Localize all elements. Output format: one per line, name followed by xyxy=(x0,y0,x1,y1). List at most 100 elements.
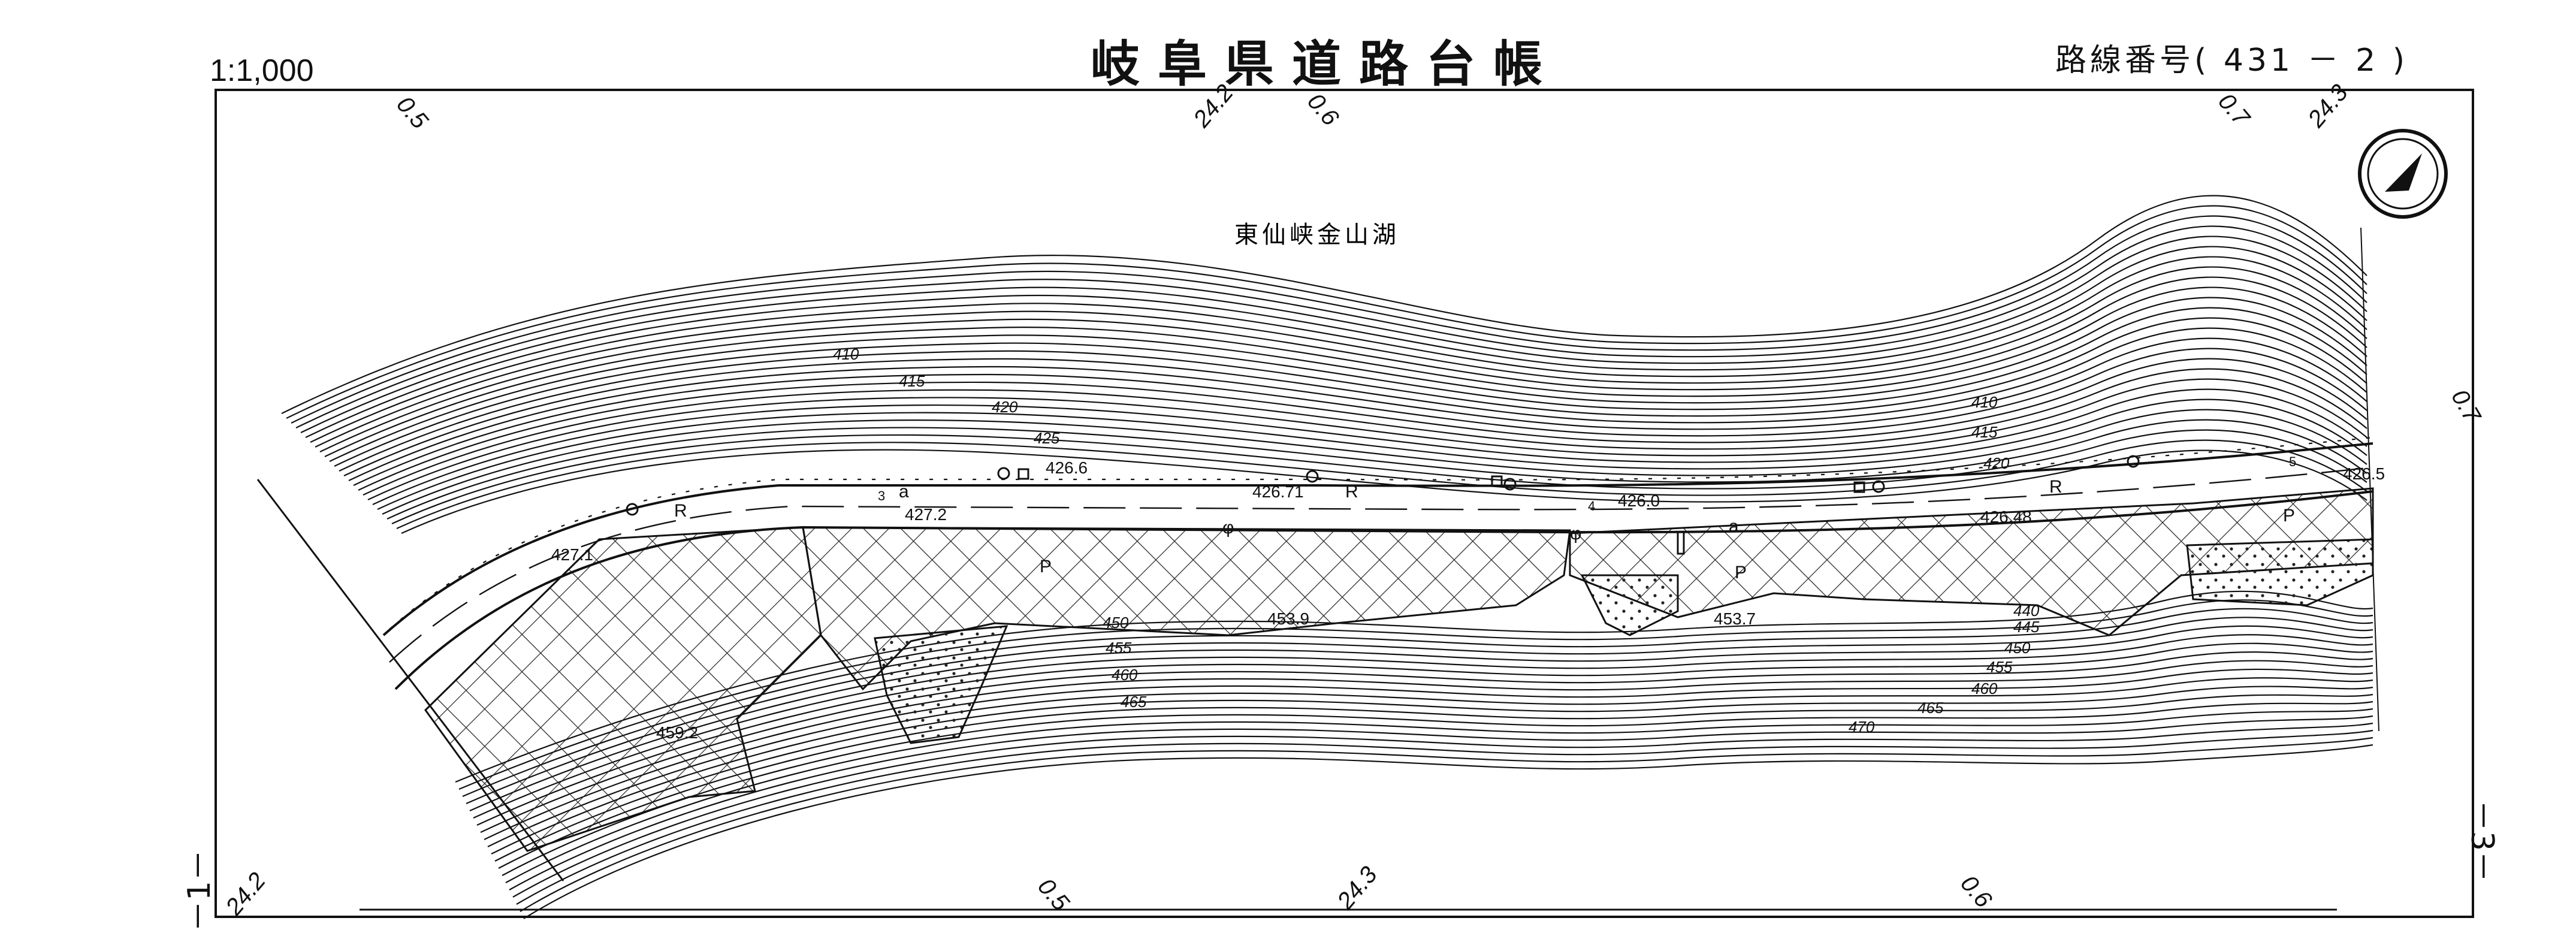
spot-height: 426.71 xyxy=(1252,482,1304,501)
contour-line xyxy=(305,246,2367,438)
route-number: 路線番号( 431 － 2 ) xyxy=(2055,43,2409,78)
road-centerline xyxy=(389,466,2373,663)
road-symbol: R xyxy=(1345,482,1358,502)
station-label: 0.6 xyxy=(1955,871,1997,913)
station-label: 0.7 xyxy=(2213,89,2255,132)
spot-height: 426.6 xyxy=(1046,458,1088,477)
station-label: 24.2 xyxy=(221,868,271,921)
station-label: 0.6 xyxy=(1302,89,1344,131)
contour-line xyxy=(512,722,2373,898)
road-symbol: φ xyxy=(1570,524,1581,544)
map-limit-line xyxy=(2360,227,2379,732)
marker-number: 4 xyxy=(1588,499,1595,514)
road-symbol: P xyxy=(2283,506,2295,526)
contour-line xyxy=(502,701,2373,876)
station-label: 0.7 xyxy=(2446,385,2486,428)
station-label: 24.3 xyxy=(2303,80,2353,133)
contour-line xyxy=(458,599,2373,790)
road xyxy=(382,436,2373,690)
contour-line xyxy=(315,266,2367,448)
contour-line xyxy=(291,215,2367,424)
north-arrow-icon xyxy=(2358,129,2448,219)
sheet-index-right: －3－ xyxy=(2464,800,2500,883)
map-scale: 1:1,000 xyxy=(210,53,314,88)
contour-line xyxy=(310,256,2367,443)
contour-label: 415 xyxy=(899,372,925,390)
contour-label: 410 xyxy=(1971,393,1998,411)
contour-line xyxy=(520,736,2373,912)
contour-label: 445 xyxy=(2013,618,2040,636)
station-label: 24.3 xyxy=(1332,862,1382,915)
road-symbol: R xyxy=(674,501,687,521)
contour-line xyxy=(367,378,2367,500)
lake-label: 東仙峡金山湖 xyxy=(1234,221,1400,249)
contour-line xyxy=(334,307,2367,467)
contour-line xyxy=(462,608,2373,798)
station-label: 0.5 xyxy=(391,92,433,134)
contour-label: 460 xyxy=(1112,666,1138,684)
station-label: 24.2 xyxy=(1188,80,1239,133)
slope-hatch-area xyxy=(424,526,822,852)
contour-label: 420 xyxy=(992,398,1018,416)
spot-height: 426.5 xyxy=(2343,464,2385,483)
road-symbol: P xyxy=(1735,563,1747,582)
spot-height: 453.9 xyxy=(1267,609,1309,628)
contour-line xyxy=(286,205,2367,419)
contour-label: 470 xyxy=(1849,718,1875,736)
road-symbol: a xyxy=(1729,517,1739,536)
contour-line xyxy=(372,388,2367,505)
dotted-fill-area xyxy=(1580,574,1679,636)
contour-line xyxy=(363,368,2367,496)
contour-line xyxy=(473,634,2373,819)
contour-line xyxy=(324,286,2367,457)
road-symbol: φ xyxy=(1222,518,1234,538)
sheet-index-left: －1－ xyxy=(182,849,218,932)
contour-line xyxy=(358,358,2367,491)
map-frame xyxy=(215,89,2474,918)
contour-line xyxy=(455,590,2373,783)
spot-height: 453.7 xyxy=(1714,609,1756,628)
road-symbol: R xyxy=(2049,477,2062,497)
contour-label: 410 xyxy=(833,345,859,363)
marker-number: 5 xyxy=(2289,454,2296,469)
contour-label: 450 xyxy=(1103,614,1129,632)
spot-height: 426.48 xyxy=(1980,508,2032,526)
contour-label: 465 xyxy=(1121,693,1147,711)
contour-label: 460 xyxy=(1971,680,1998,698)
contour-line xyxy=(343,327,2367,476)
spot-height: 459.2 xyxy=(656,723,698,742)
contour-line xyxy=(401,449,2367,535)
contour-line xyxy=(396,439,2367,529)
contour-line xyxy=(491,677,2373,855)
contour-label: 415 xyxy=(1971,423,1998,441)
contour-label: 450 xyxy=(2004,639,2031,657)
spot-height: 426.0 xyxy=(1618,491,1660,510)
dotted-fill-area xyxy=(2186,538,2374,606)
contour-line xyxy=(295,225,2367,428)
contour-line xyxy=(505,708,2373,883)
contour-line xyxy=(523,744,2373,919)
contour-label: 420 xyxy=(1983,454,2010,472)
contour-line xyxy=(498,693,2373,869)
contour-line xyxy=(469,625,2373,812)
contour-line xyxy=(353,348,2367,486)
roadside-markers xyxy=(626,455,2140,555)
contour-line xyxy=(300,236,2367,433)
contour-label: 425 xyxy=(1034,429,1060,447)
contour-line xyxy=(516,729,2373,905)
marker-number: 3 xyxy=(878,488,885,503)
spot-height: 427.1 xyxy=(551,545,593,564)
contour-line xyxy=(382,409,2367,515)
contour-label: 455 xyxy=(1986,658,2013,676)
contour-line xyxy=(487,668,2373,847)
contour-line xyxy=(480,651,2373,833)
contour-line xyxy=(509,715,2373,890)
contour-line xyxy=(377,398,2367,510)
contour-line xyxy=(386,419,2367,520)
contour-line xyxy=(348,337,2367,481)
contour-line xyxy=(484,660,2373,840)
contour-line xyxy=(339,317,2367,472)
contour-line xyxy=(391,429,2367,524)
map-limit-line xyxy=(256,479,564,881)
